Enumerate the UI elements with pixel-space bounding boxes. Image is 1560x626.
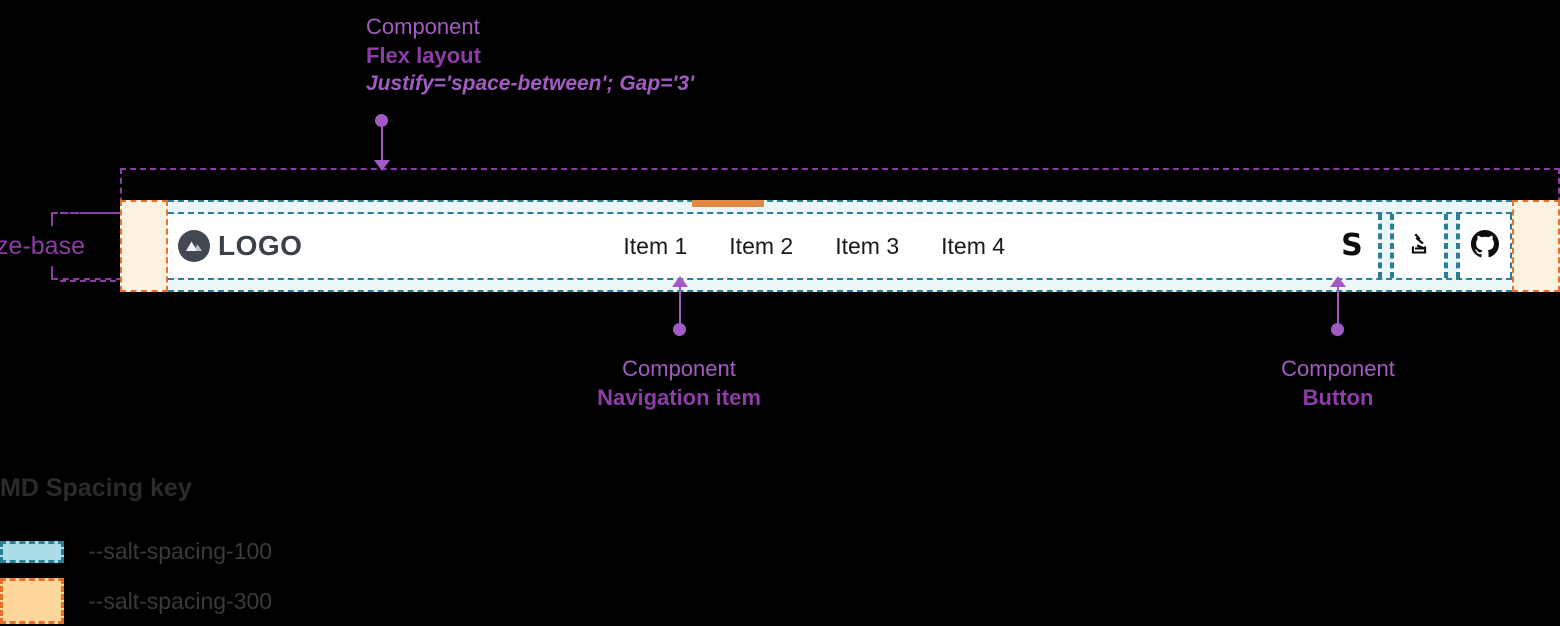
annotation-navigation-item: Component Navigation item: [479, 354, 879, 412]
logo[interactable]: LOGO: [168, 230, 302, 262]
leader-dot-flex-layout: [375, 114, 388, 127]
spacing-100-button-gap-2: [1445, 214, 1458, 278]
annotation-flex-layout: Component Flex layout Justify='space-bet…: [366, 12, 694, 98]
salt-logo-icon: S: [1341, 228, 1363, 263]
navbar-button-group: S: [1325, 214, 1512, 278]
annotation-name: Button: [1302, 385, 1374, 411]
spacing-100-swatch: [0, 540, 64, 563]
nav-item-4[interactable]: Item 4: [941, 232, 1006, 259]
mountain-logo-icon: [178, 230, 210, 262]
spacing-100-button-gap-1: [1379, 214, 1392, 278]
leader-line-flex-layout: [381, 124, 383, 168]
leader-line-nav-item: [679, 287, 681, 331]
size-base-measure-label: size-base: [0, 232, 85, 260]
annotation-props: Justify='space-between'; Gap='3': [366, 72, 695, 96]
annotation-button: Component Button: [1138, 354, 1538, 412]
spacing-key-title: MD Spacing key: [0, 474, 192, 502]
github-icon: [1470, 229, 1499, 263]
navbar-content-row: LOGO Item 1 Item 2 Item 3 Item 4 S: [168, 214, 1512, 278]
github-button[interactable]: [1457, 214, 1512, 278]
navbar-inner: LOGO Item 1 Item 2 Item 3 Item 4 S: [168, 200, 1512, 292]
leader-arrow-flex-layout: [374, 160, 390, 171]
leader-arrow-nav-item: [672, 276, 688, 287]
nav-item-1[interactable]: Item 1: [623, 232, 688, 259]
spacing-300-swatch: [0, 578, 64, 624]
leader-dot-button: [1331, 323, 1344, 336]
spacing-300-right-pad: [1512, 200, 1560, 292]
leader-dot-nav-item: [673, 323, 686, 336]
spacing-100-top-band: [168, 200, 1512, 214]
spacing-100-bottom-band: [168, 278, 1512, 290]
nav-item-3[interactable]: Item 3: [835, 232, 900, 259]
logo-text: LOGO: [218, 230, 303, 261]
salt-logo-button[interactable]: S: [1325, 214, 1380, 278]
measure-side-dash-bottom: [60, 280, 116, 282]
spacing-key-row-300: --salt-spacing-300: [0, 578, 272, 624]
stackoverflow-icon: [1406, 231, 1432, 262]
annotation-kind: Component: [366, 14, 480, 39]
nav-item-2[interactable]: Item 2: [729, 232, 794, 259]
leader-arrow-button: [1330, 276, 1346, 287]
spacing-300-label: --salt-spacing-300: [88, 587, 273, 614]
spacing-100-label: --salt-spacing-100: [88, 538, 273, 564]
size-base-measure-bracket: [44, 212, 122, 280]
nav-items: Item 1 Item 2 Item 3 Item 4: [619, 231, 1009, 262]
annotation-name: Flex layout: [366, 43, 481, 69]
leader-line-button: [1337, 287, 1339, 331]
spacing-key-row-100: --salt-spacing-100: [0, 538, 272, 565]
annotation-kind: Component: [1281, 356, 1395, 381]
annotation-kind: Component: [622, 356, 736, 381]
navbar: LOGO Item 1 Item 2 Item 3 Item 4 S: [120, 200, 1560, 292]
nav-item-active-indicator: [692, 200, 764, 207]
spacing-300-left-pad: [120, 200, 168, 292]
stackoverflow-button[interactable]: [1391, 214, 1446, 278]
annotation-name: Navigation item: [597, 385, 761, 411]
